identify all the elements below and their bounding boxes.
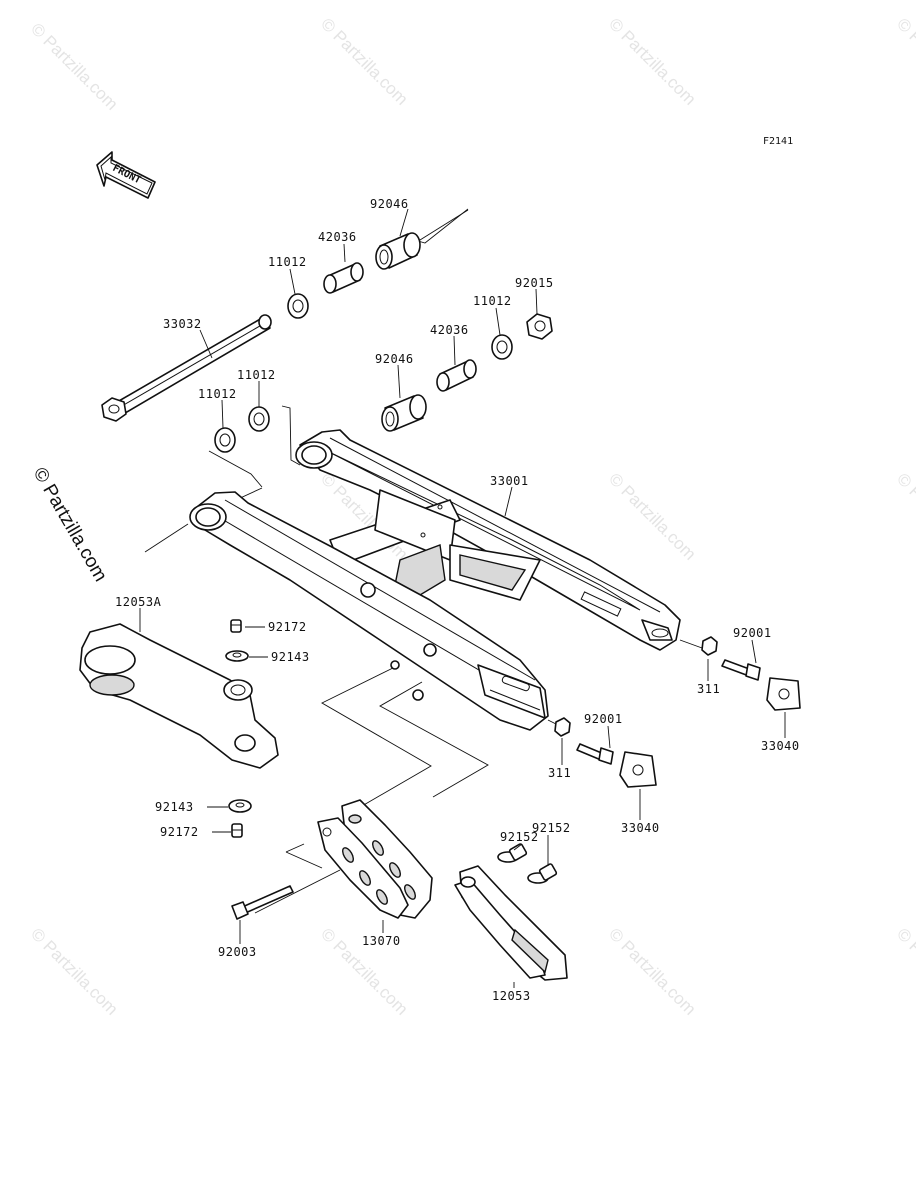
bolt-92003: [231, 885, 294, 920]
side-watermark: © Partzilla.com: [29, 464, 111, 585]
chain-slider-12053A: [79, 623, 279, 769]
chain-guide-13070: [317, 799, 433, 919]
part-label[interactable]: 92046: [370, 197, 409, 211]
part-label[interactable]: 92152: [532, 821, 571, 835]
part-label[interactable]: 12053A: [115, 595, 162, 609]
part-label[interactable]: 311: [548, 766, 571, 780]
part-label[interactable]: 11012: [268, 255, 307, 269]
part-label[interactable]: 92001: [733, 626, 772, 640]
needle-bearing-92046: [375, 232, 421, 270]
part-label[interactable]: 11012: [198, 387, 237, 401]
pin-92152: [497, 843, 528, 863]
bearing-11012: [248, 406, 270, 432]
washer-92143: [225, 650, 249, 662]
figure-code: F2141: [763, 136, 793, 147]
pivot-shaft-33032: [101, 314, 272, 422]
watermark: © Partzilla.com: [893, 14, 916, 108]
part-label[interactable]: 92143: [271, 650, 310, 664]
needle-bearing-92046: [381, 394, 427, 432]
part-label[interactable]: 33032: [163, 317, 202, 331]
bolt-92001: [576, 743, 614, 765]
part-label[interactable]: 92003: [218, 945, 257, 959]
part-label[interactable]: 33040: [761, 739, 800, 753]
watermark: © Partzilla.com: [317, 14, 411, 108]
part-label[interactable]: 33001: [490, 474, 529, 488]
bearing-11012: [491, 334, 513, 360]
bolt-92001: [721, 659, 761, 681]
part-label[interactable]: 92152: [500, 830, 539, 844]
nut-92015: [526, 313, 553, 340]
callout-leaders: [139, 208, 786, 988]
watermark: © Partzilla.com: [27, 19, 121, 113]
part-label[interactable]: 92001: [584, 712, 623, 726]
watermark: © Partzilla.com: [605, 924, 699, 1018]
bearing-11012: [214, 427, 236, 453]
part-label[interactable]: 42036: [318, 230, 357, 244]
screw-92172: [230, 619, 242, 633]
part-labels: 92046 42036 11012 92015 11012 33032 4203…: [115, 197, 800, 1003]
assembly-lines: [144, 208, 703, 914]
part-label[interactable]: 11012: [473, 294, 512, 308]
watermark: © Partzilla.com: [27, 924, 121, 1018]
watermark: © Partzilla.com: [605, 469, 699, 563]
part-label[interactable]: 92172: [160, 825, 199, 839]
adjuster-plate-33040: [619, 751, 657, 788]
nut-311: [554, 717, 571, 737]
watermark: © Partzilla.com: [605, 14, 699, 108]
part-label[interactable]: 12053: [492, 989, 531, 1003]
part-label[interactable]: 311: [697, 682, 720, 696]
watermark: © Partzilla.com: [893, 469, 916, 563]
swingarm-33001: [189, 429, 681, 731]
sleeve-42036: [436, 359, 477, 392]
part-label[interactable]: 92046: [375, 352, 414, 366]
pin-92152: [527, 863, 558, 884]
front-arrow-icon: FRONT: [96, 151, 156, 199]
washer-92143: [228, 799, 252, 813]
part-label[interactable]: 11012: [237, 368, 276, 382]
part-label[interactable]: 13070: [362, 934, 401, 948]
bearing-11012: [287, 293, 309, 319]
part-label[interactable]: 42036: [430, 323, 469, 337]
screw-92172: [231, 823, 243, 838]
part-label[interactable]: 92143: [155, 800, 194, 814]
adjuster-plate-33040: [766, 677, 801, 711]
part-label[interactable]: 33040: [621, 821, 660, 835]
part-label[interactable]: 92172: [268, 620, 307, 634]
sleeve-42036: [323, 262, 364, 294]
chain-guide-12053: [454, 865, 568, 981]
watermark: © Partzilla.com: [893, 924, 916, 1018]
part-label[interactable]: 92015: [515, 276, 554, 290]
nut-311: [701, 636, 718, 656]
